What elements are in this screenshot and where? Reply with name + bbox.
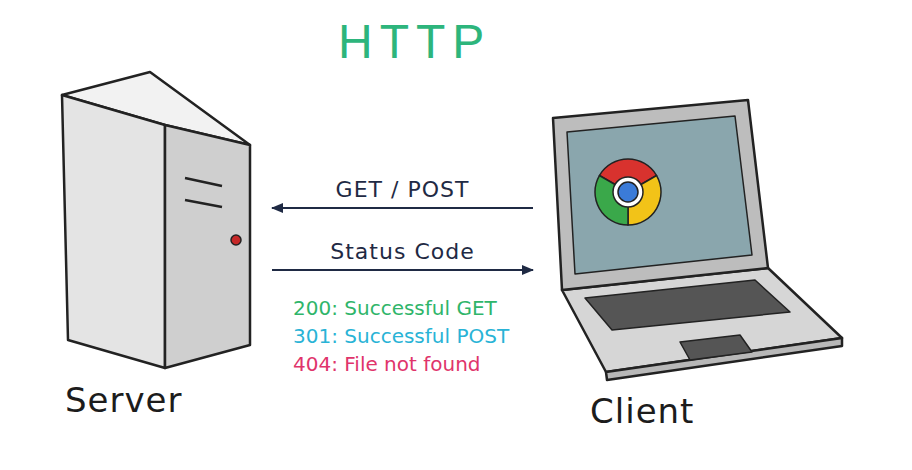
screen-bezel (553, 100, 768, 290)
server-node: Server (55, 62, 270, 422)
status-code-note: 301: Successful POST (293, 324, 509, 348)
tower-side (165, 125, 250, 368)
drive-slot (185, 200, 222, 207)
node-label: Client (590, 391, 855, 431)
drive-slot (185, 178, 222, 186)
title: HTTP (338, 14, 491, 69)
power-button (231, 235, 241, 245)
keyboard (585, 280, 790, 330)
status-code-note: 200: Successful GET (293, 296, 497, 320)
screen (567, 116, 752, 274)
status-code-note: 404: File not found (293, 352, 481, 376)
client-node: Client (535, 95, 855, 433)
arrow-connector (272, 269, 533, 271)
trackpad (680, 335, 752, 360)
logo-center (618, 182, 638, 202)
laptop (553, 100, 842, 380)
browser-logo (595, 159, 661, 225)
server-tower (62, 72, 250, 368)
logo-ring (613, 177, 643, 207)
edge-label: Status Code (327, 239, 477, 264)
edge-label: GET / POST (333, 177, 473, 202)
tower-front (62, 95, 165, 368)
node-label: Server (65, 380, 270, 420)
arrow-connector (272, 207, 533, 209)
